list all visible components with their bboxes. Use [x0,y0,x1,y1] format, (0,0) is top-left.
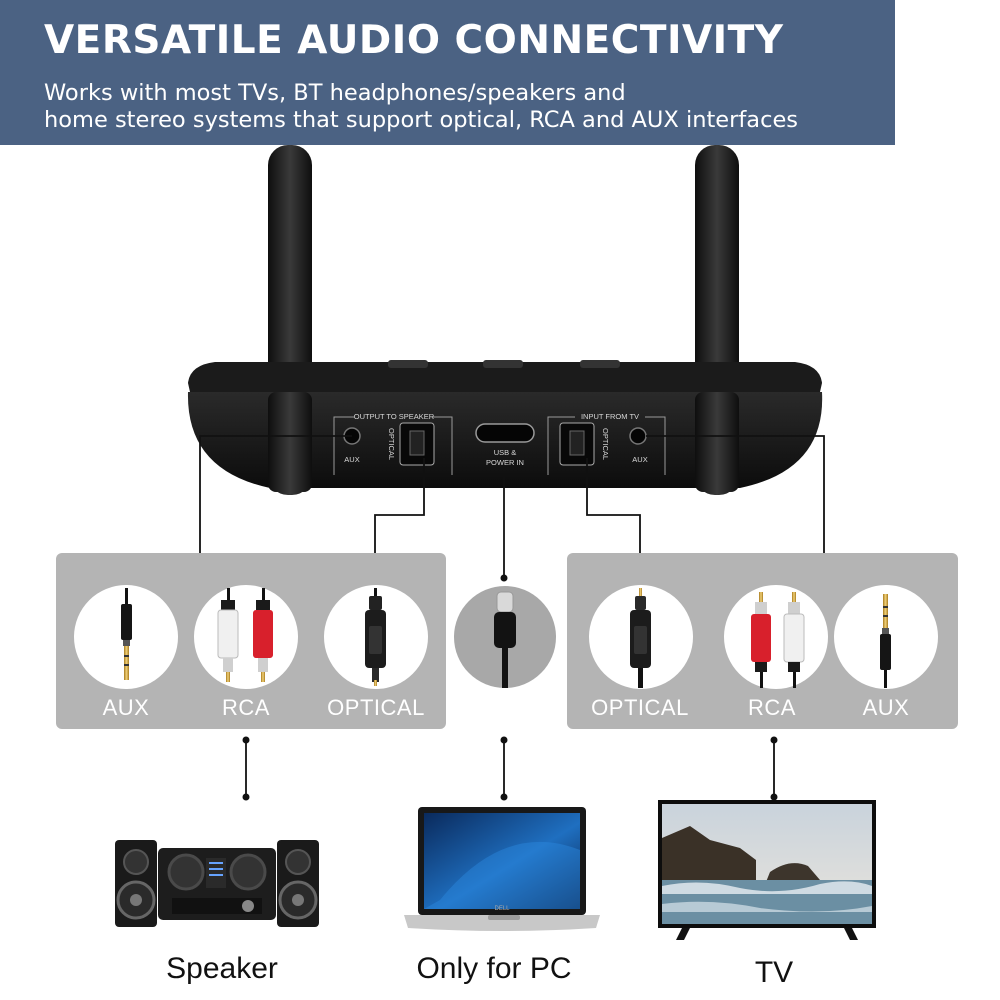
left-label-optical: OPTICAL [327,695,425,720]
right-label-rca: RCA [748,695,796,720]
left-label-aux: AUX [102,695,150,720]
input-label: INPUT FROM TV [581,412,639,421]
aux-port-left-label: AUX [344,455,359,464]
rca-cable-icon-left [217,588,273,682]
page-title: VERSATILE AUDIO CONNECTIVITY [44,18,784,63]
usb-label-line1: USB & [494,448,517,457]
optical-cable-icon-left [365,588,386,686]
tv-image [658,800,876,940]
subtitle-line-2: home stereo systems that support optical… [44,107,799,133]
header-banner: VERSATILE AUDIO CONNECTIVITY Works with … [0,0,895,145]
left-label-rca: RCA [222,695,270,720]
right-label-aux: AUX [862,695,910,720]
speaker-system-image [115,840,319,927]
subtitle-line-1: Works with most TVs, BT headphones/speak… [44,80,626,106]
right-label-optical: OPTICAL [591,695,689,720]
target-speaker-label: Speaker [166,952,278,985]
aux-port-right-label: AUX [632,455,647,464]
transmitter-device: OUTPUT TO SPEAKER INPUT FROM TV AUX OPTI… [187,360,823,492]
target-tv-label: TV [754,956,794,989]
optical-port-right-label: OPTICAL [601,428,610,460]
aux-cable-icon-right [880,594,891,688]
target-pc-label: Only for PC [416,952,572,985]
usb-c-cable-icon [494,591,516,688]
rca-cable-icon-right [751,592,805,688]
optical-cable-icon-right [630,588,651,688]
optical-port-left-label: OPTICAL [387,428,396,460]
laptop-brand: DELL [494,906,510,912]
output-label: OUTPUT TO SPEAKER [354,412,435,421]
aux-cable-icon-left [121,588,132,680]
laptop-image: DELL [404,807,600,931]
usb-label-line2: POWER IN [486,458,524,467]
